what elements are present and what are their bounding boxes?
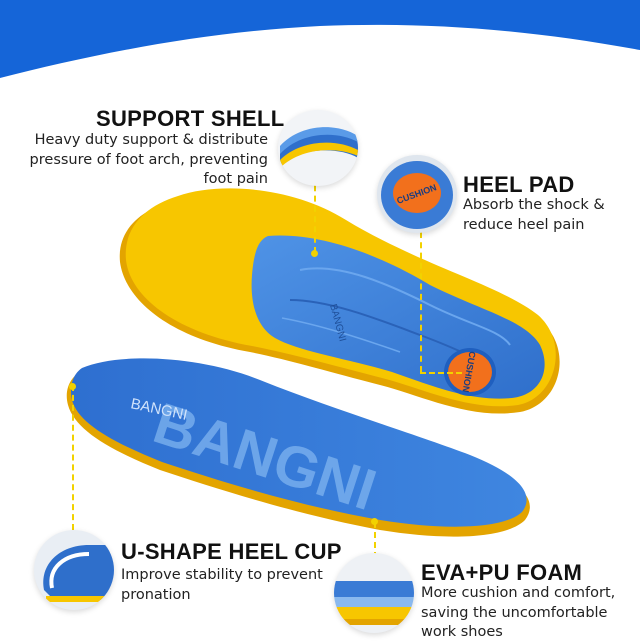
heel-cup-description: Improve stability to prevent pronation — [121, 566, 323, 605]
support-shell-line-2: pressure of foot arch, preventing — [29, 151, 268, 168]
support-shell-title: SUPPORT SHELL — [96, 106, 285, 131]
foam-line-1: More cushion and comfort, — [421, 585, 616, 601]
heel-cup-detail-image — [34, 530, 114, 610]
guide-dot-foam — [371, 518, 378, 525]
guide-line-heel-pad-h — [420, 372, 462, 374]
support-shell-line-1: Heavy duty support & distribute — [34, 132, 268, 148]
support-shell-detail-image — [278, 110, 358, 186]
guide-line-foam — [374, 522, 376, 558]
foam-description: More cushion and comfort, saving the unc… — [421, 584, 615, 643]
heel-cup-title: U-SHAPE HEEL CUP — [121, 539, 342, 564]
guide-line-support-shell — [314, 175, 316, 253]
heel-pad-orange — [448, 352, 492, 392]
support-shell-description: Heavy duty support & distribute pressure… — [18, 131, 268, 190]
guide-line-heel-cup — [72, 385, 74, 530]
foam-line-2: saving the uncomfortable — [421, 604, 608, 621]
heel-pad-detail-image: CUSHION — [377, 155, 457, 233]
lower-insole: BANGNI BANGNI — [66, 358, 530, 537]
guide-line-heel-pad — [420, 232, 422, 372]
heel-pad-line-2: reduce heel pain — [463, 216, 585, 233]
foam-detail-image — [334, 553, 414, 633]
heel-pad-description: Absorb the shock & reduce heel pain — [463, 196, 605, 235]
heel-pad-line-1: Absorb the shock & — [463, 197, 605, 213]
guide-dot-support-shell — [311, 250, 318, 257]
foam-title: EVA+PU FOAM — [421, 560, 583, 585]
heel-cup-line-2: pronation — [121, 586, 191, 603]
heel-pad-title: HEEL PAD — [463, 172, 575, 197]
heel-cup-line-1: Improve stability to prevent — [121, 567, 323, 583]
guide-dot-heel-cup — [69, 383, 76, 390]
lower-insole-topcover — [71, 358, 527, 527]
support-shell-line-3: foot pain — [203, 171, 268, 187]
upper-insole: BANGNI CUSHION — [119, 188, 560, 414]
top-wave-banner — [0, 0, 640, 78]
foam-line-3: work shoes — [421, 624, 503, 640]
